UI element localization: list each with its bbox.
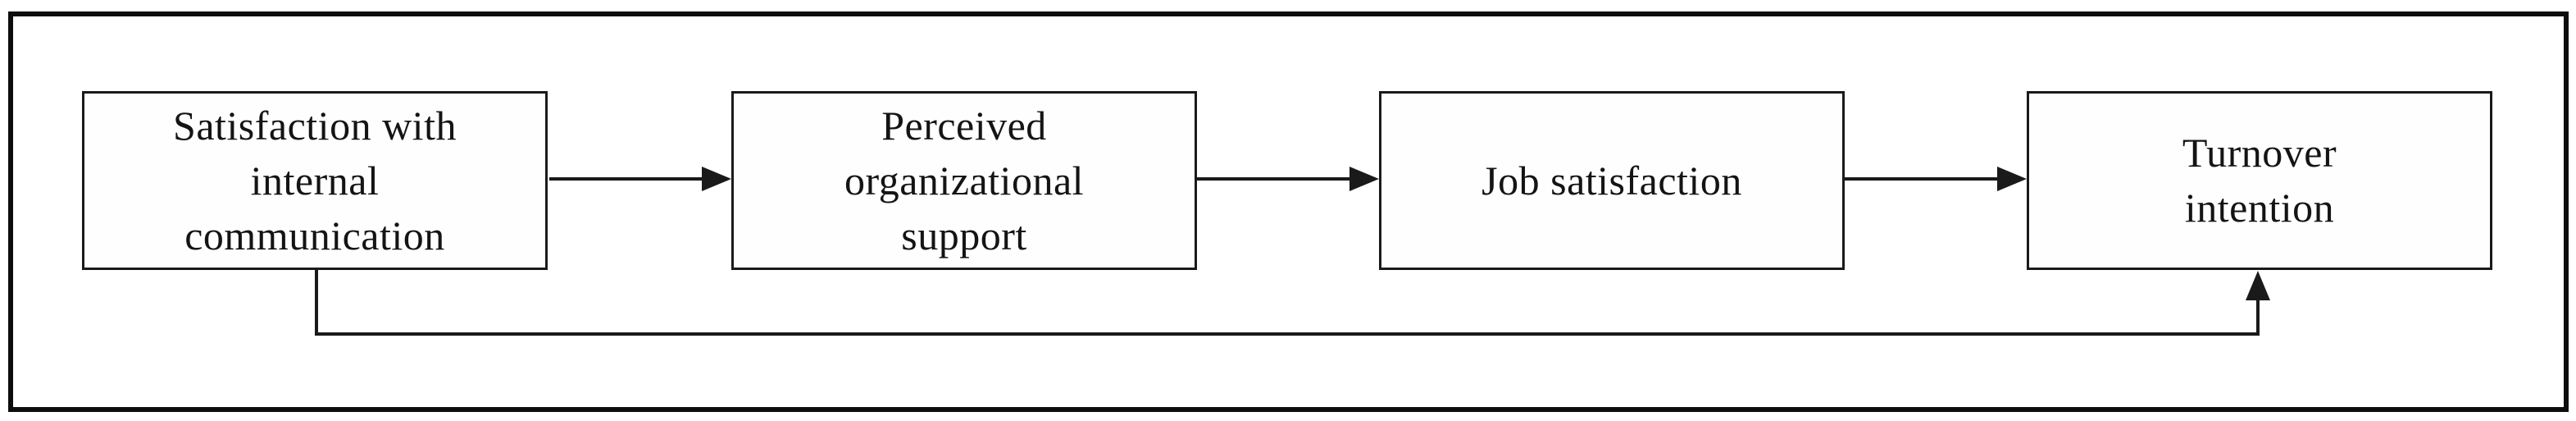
arrowhead-right-icon xyxy=(1997,167,2027,191)
elbow-arrow-satisfaction-to-turnover xyxy=(315,270,2270,336)
arrowhead-right-icon xyxy=(702,167,731,191)
node-label: Perceived organizational support xyxy=(844,102,1085,259)
node-perceived-organizational-support: Perceived organizational support xyxy=(731,91,1197,270)
outer-border-frame xyxy=(8,11,2569,412)
arrow-job-satisfaction-to-turnover xyxy=(1843,167,2027,191)
node-label: Turnover intention xyxy=(2182,130,2337,231)
node-satisfaction-with-internal-communication: Satisfaction with internal communication xyxy=(82,91,548,270)
node-job-satisfaction: Job satisfaction xyxy=(1379,91,1845,270)
arrowhead-up-icon xyxy=(2246,271,2270,300)
arrow-perceived-support-to-job-satisfaction xyxy=(1196,167,1379,191)
node-turnover-intention: Turnover intention xyxy=(2027,91,2492,270)
node-label: Job satisfaction xyxy=(1481,157,1742,204)
arrowhead-right-icon xyxy=(1349,167,1379,191)
arrow-satisfaction-to-perceived-support xyxy=(549,167,731,191)
node-label: Satisfaction with internal communication xyxy=(173,102,457,259)
